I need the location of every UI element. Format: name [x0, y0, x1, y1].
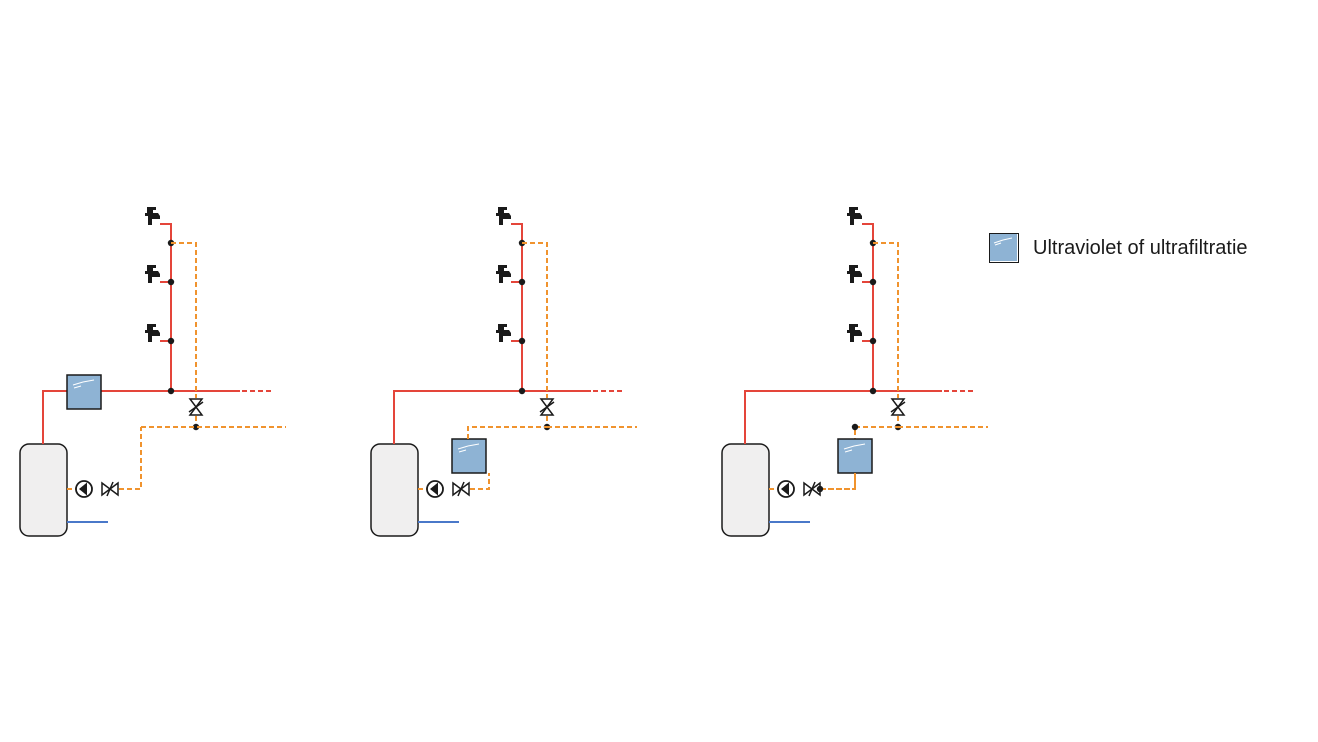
- circulation-return-pipe: [467, 426, 547, 439]
- balancing-valve-icon: [890, 398, 906, 416]
- boiler-tank: [19, 443, 68, 537]
- junction-dot: [518, 278, 526, 286]
- check-valve-icon: [101, 481, 119, 497]
- uv-unit-icon: [990, 234, 1017, 261]
- circulation-riser-pipe: [522, 242, 548, 398]
- circulation-riser-pipe: [873, 242, 899, 398]
- junction-dot: [167, 278, 175, 286]
- legend-label: Ultraviolet of ultrafiltratie: [1033, 236, 1248, 259]
- balancing-valve-icon: [539, 398, 555, 416]
- junction-dot: [869, 337, 877, 345]
- uv-unit-icon: [451, 438, 487, 474]
- junction-dot: [816, 485, 824, 493]
- boiler-tank: [370, 443, 419, 537]
- pump-icon: [75, 480, 93, 498]
- faucet-icon: [847, 265, 862, 283]
- faucet-icon: [496, 324, 511, 342]
- pump-icon: [426, 480, 444, 498]
- junction-dot: [851, 423, 859, 431]
- junction-dot: [869, 387, 877, 395]
- faucet-icon: [496, 265, 511, 283]
- legend-swatch-uv-unit: [989, 233, 1019, 263]
- faucet-icon: [847, 207, 862, 225]
- faucet-icon: [496, 207, 511, 225]
- diagram-variant-3: [721, 207, 988, 537]
- faucet-icon: [145, 324, 160, 342]
- hot-supply-pipe: [744, 390, 942, 444]
- faucet-icon: [847, 324, 862, 342]
- junction-dot: [167, 387, 175, 395]
- hot-riser-pipe: [862, 223, 874, 391]
- circulation-return-pipe: [470, 473, 490, 490]
- junction-dot: [167, 337, 175, 345]
- diagram-variant-1: [19, 207, 286, 537]
- diagram-variant-2: [370, 207, 637, 537]
- hot-supply-pipe: [393, 390, 591, 444]
- junction-dot: [192, 423, 200, 431]
- junction-dot: [518, 337, 526, 345]
- faucet-icon: [145, 265, 160, 283]
- hot-riser-pipe: [511, 223, 523, 391]
- boiler-tank: [721, 443, 770, 537]
- uv-unit-icon: [66, 374, 102, 410]
- balancing-valve-icon: [188, 398, 204, 416]
- circulation-riser-pipe: [171, 242, 197, 398]
- hot-riser-pipe: [160, 223, 172, 391]
- pump-icon: [777, 480, 795, 498]
- uv-unit-icon: [837, 438, 873, 474]
- legend: Ultraviolet of ultrafiltratie: [989, 233, 1248, 263]
- faucet-icon: [145, 207, 160, 225]
- hot-supply-pipe: [42, 390, 68, 444]
- junction-dot: [869, 278, 877, 286]
- junction-dot: [518, 387, 526, 395]
- check-valve-icon: [452, 481, 470, 497]
- circulation-return-pipe: [119, 427, 142, 490]
